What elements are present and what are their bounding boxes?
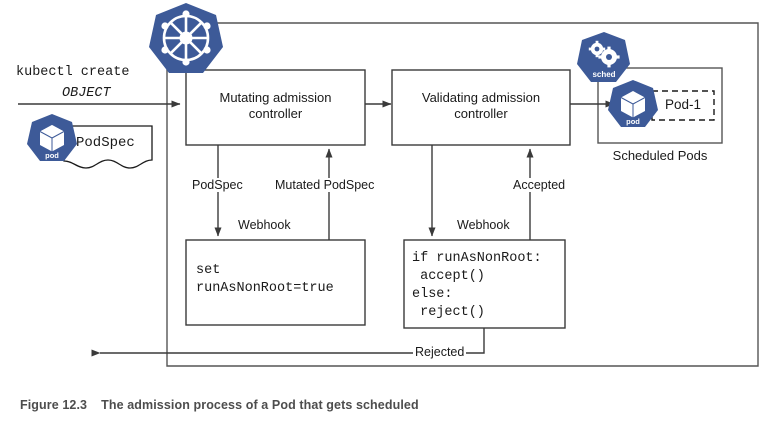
validating-admission-controller-label: Validating admission controller [421,90,541,121]
edge-label-rejected: Rejected [413,345,467,359]
kubectl-object-label: OBJECT [62,86,111,101]
figure-caption: Figure 12.3 The admission process of a Po… [20,398,419,412]
cluster-frame [166,22,759,367]
svg-text:sched: sched [592,70,615,79]
validating-webhook-code: if runAsNonRoot: accept() else: reject() [412,251,542,320]
mutating-admission-controller-box [185,69,366,146]
rejected-path [91,328,485,357]
kubectl-create-command: kubectl create [16,65,130,80]
validating-webhook-box [403,239,566,329]
svg-text:pod: pod [45,151,59,160]
podspec-document-shape [62,125,153,169]
figure-title: The admission process of a Pod that gets… [101,398,419,412]
edge-label-accepted: Accepted [511,178,568,192]
mutating-webhook-code: set runAsNonRoot=true [196,263,334,296]
figure-number: Figure 12.3 [20,398,88,412]
mutating-admission-controller-label: Mutating admission controller [219,90,332,121]
podspec-document-label: PodSpec [76,135,135,151]
kubernetes-scheduler-icon: sched [577,32,630,82]
gears-glyph [588,40,620,68]
validating-admission-controller-box [391,69,571,146]
edge-label-podspec: PodSpec [190,178,245,192]
pod-1-label: Pod-1 [664,97,702,112]
pod-cube-glyph [620,91,646,118]
edge-label-mutated-podspec: Mutated PodSpec [273,178,377,192]
kubernetes-helm-wheel-icon [149,3,223,73]
podspec-pod-icon: pod [27,114,77,161]
scheduled-pod-icon: pod [608,80,658,127]
scheduled-pods-caption: Scheduled Pods [612,148,708,163]
pod-1-dashed-box [651,90,715,121]
validating-webhook-title: Webhook [455,218,512,232]
svg-text:pod: pod [626,117,640,126]
mutating-webhook-box [185,239,366,326]
mutating-webhook-title: Webhook [236,218,293,232]
pod-cube-glyph [39,125,65,152]
